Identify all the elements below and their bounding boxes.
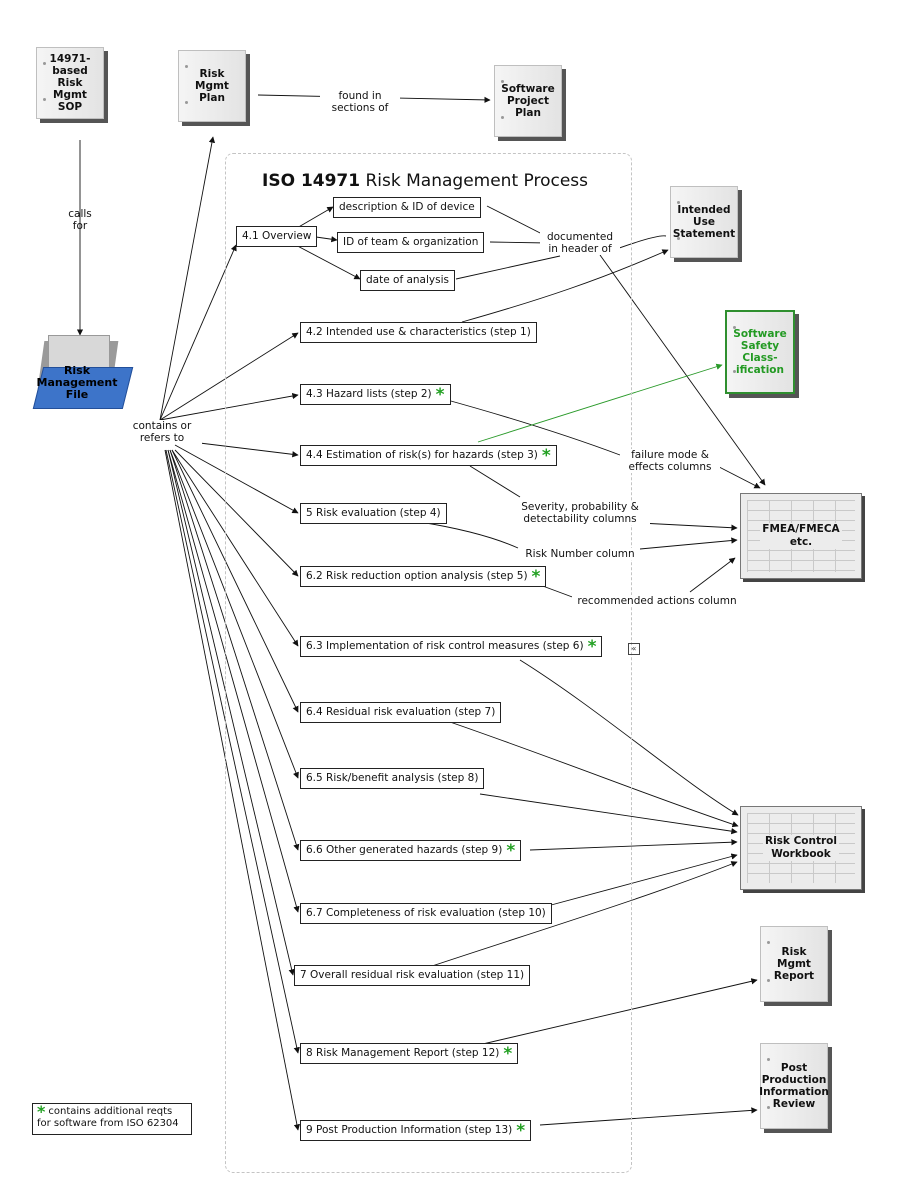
step-box[interactable]: 8 Risk Management Report (step 12)* [300, 1043, 519, 1064]
step-box[interactable]: 4.4 Estimation of risk(s) for hazards (s… [300, 445, 557, 466]
punch-hole-icon [767, 1058, 770, 1061]
asterisk-icon: * [587, 637, 597, 657]
rm-report-label: Risk Mgmt Report [773, 946, 815, 982]
overview-item-date[interactable]: date of analysis [360, 270, 455, 291]
step-label: 6.4 Residual risk evaluation (step 7) [306, 706, 496, 718]
overview-item-label: description & ID of device [339, 201, 475, 213]
fmea-spreadsheet[interactable]: FMEA/FMECA etc. [740, 493, 862, 579]
safety-classification-label: Software Safety Class- ification [733, 328, 787, 376]
step-box[interactable]: 9 Post Production Information (step 13)* [300, 1120, 532, 1141]
asterisk-icon: * [506, 841, 516, 861]
step-label: 4.4 Estimation of risk(s) for hazards (s… [306, 449, 538, 461]
software-plan-label: Software Project Plan [501, 83, 555, 119]
recommended-label: recommended actions column [572, 595, 742, 607]
rm-report-document[interactable]: Risk Mgmt Report [760, 926, 828, 1002]
step-box[interactable]: 6.5 Risk/benefit analysis (step 8) [300, 768, 485, 789]
punch-hole-icon [677, 201, 680, 204]
safety-classification-document[interactable]: Software Safety Class- ification [725, 310, 795, 394]
contains-label: contains or refers to [122, 420, 202, 444]
intended-use-label: Intended Use Statement [672, 204, 736, 240]
failure-mode-label: failure mode & effects columns [620, 449, 720, 473]
calls-for-label: calls for [68, 208, 92, 232]
overview-item-label: date of analysis [366, 274, 449, 286]
risk-management-file-label: Risk Management File [36, 364, 118, 401]
punch-hole-icon [501, 116, 504, 119]
sop-document[interactable]: 14971-based Risk Mgmt SOP [36, 47, 104, 119]
punch-hole-icon [185, 65, 188, 68]
step-label: 4.2 Intended use & characteristics (step… [306, 326, 531, 338]
punch-hole-icon [733, 326, 736, 329]
step-label: 7 Overall residual risk evaluation (step… [300, 969, 525, 981]
collapse-icon[interactable]: « [628, 643, 640, 655]
punch-hole-icon [733, 370, 736, 373]
step-label: 6.6 Other generated hazards (step 9) [306, 844, 503, 856]
step-label: 6.7 Completeness of risk evaluation (ste… [306, 907, 546, 919]
asterisk-icon: * [435, 385, 445, 405]
legend: *contains additional reqts for software … [32, 1103, 192, 1135]
rm-plan-label: Risk Mgmt Plan [195, 68, 229, 104]
software-plan-document[interactable]: Software Project Plan [494, 65, 562, 137]
risk-control-workbook[interactable]: Risk Control Workbook [740, 806, 862, 890]
post-production-document[interactable]: Post Production Information Review [759, 1043, 829, 1129]
severity-label: Severity, probability & detectability co… [510, 501, 650, 525]
found-in-label: found in sections of [320, 90, 400, 114]
step-label: 8 Risk Management Report (step 12) [306, 1047, 500, 1059]
step-box[interactable]: 6.2 Risk reduction option analysis (step… [300, 566, 547, 587]
sop-label: 14971-based Risk Mgmt SOP [49, 53, 91, 113]
overview-item-label: ID of team & organization [343, 236, 479, 248]
overview-item-team[interactable]: ID of team & organization [337, 232, 485, 253]
safety-arrow [477, 363, 723, 443]
fmea-label: FMEA/FMECA etc. [760, 523, 842, 549]
rm-plan-document[interactable]: Risk Mgmt Plan [178, 50, 246, 122]
punch-hole-icon [501, 80, 504, 83]
legend-text: contains additional reqts for software f… [37, 1106, 179, 1129]
step-box[interactable]: 7 Overall residual risk evaluation (step… [294, 965, 531, 986]
step-box[interactable]: 6.3 Implementation of risk control measu… [300, 636, 603, 657]
post-production-label: Post Production Information Review [759, 1062, 829, 1110]
hub-to-plan-arrow [159, 136, 216, 421]
step-label: 4.3 Hazard lists (step 2) [306, 388, 432, 400]
overview-item-device[interactable]: description & ID of device [333, 197, 481, 218]
step-box[interactable]: 5 Risk evaluation (step 4) [300, 503, 447, 524]
punch-hole-icon [767, 979, 770, 982]
overview-box[interactable]: 4.1 Overview [236, 226, 318, 247]
documented-label: documented in header of [540, 231, 620, 255]
step-box[interactable]: 4.3 Hazard lists (step 2)* [300, 384, 451, 405]
step-box[interactable]: 6.6 Other generated hazards (step 9)* [300, 840, 522, 861]
asterisk-icon: * [37, 1102, 46, 1121]
punch-hole-icon [185, 101, 188, 104]
process-frame [225, 153, 632, 1173]
step-label: 6.5 Risk/benefit analysis (step 8) [306, 772, 479, 784]
punch-hole-icon [43, 62, 46, 65]
punch-hole-icon [43, 98, 46, 101]
step-box[interactable]: 4.2 Intended use & characteristics (step… [300, 322, 537, 343]
risk-control-workbook-label: Risk Control Workbook [763, 835, 839, 861]
punch-hole-icon [767, 1106, 770, 1109]
step-label: 9 Post Production Information (step 13) [306, 1124, 513, 1136]
process-title: ISO 14971 Risk Management Process [262, 171, 589, 191]
punch-hole-icon [677, 237, 680, 240]
step-label: 6.3 Implementation of risk control measu… [306, 640, 584, 652]
asterisk-icon: * [531, 567, 541, 587]
step-box[interactable]: 6.7 Completeness of risk evaluation (ste… [300, 903, 552, 924]
asterisk-icon: * [503, 1044, 513, 1064]
step-box[interactable]: 6.4 Residual risk evaluation (step 7) [300, 702, 502, 723]
punch-hole-icon [767, 941, 770, 944]
risk-number-label: Risk Number column [520, 548, 640, 560]
overview-label: 4.1 Overview [242, 230, 312, 242]
step-label: 5 Risk evaluation (step 4) [306, 507, 441, 519]
asterisk-icon: * [516, 1121, 526, 1141]
step-label: 6.2 Risk reduction option analysis (step… [306, 570, 528, 582]
risk-management-file-folder[interactable]: Risk Management File [32, 335, 134, 415]
asterisk-icon: * [541, 446, 551, 466]
intended-use-document[interactable]: Intended Use Statement [670, 186, 738, 258]
